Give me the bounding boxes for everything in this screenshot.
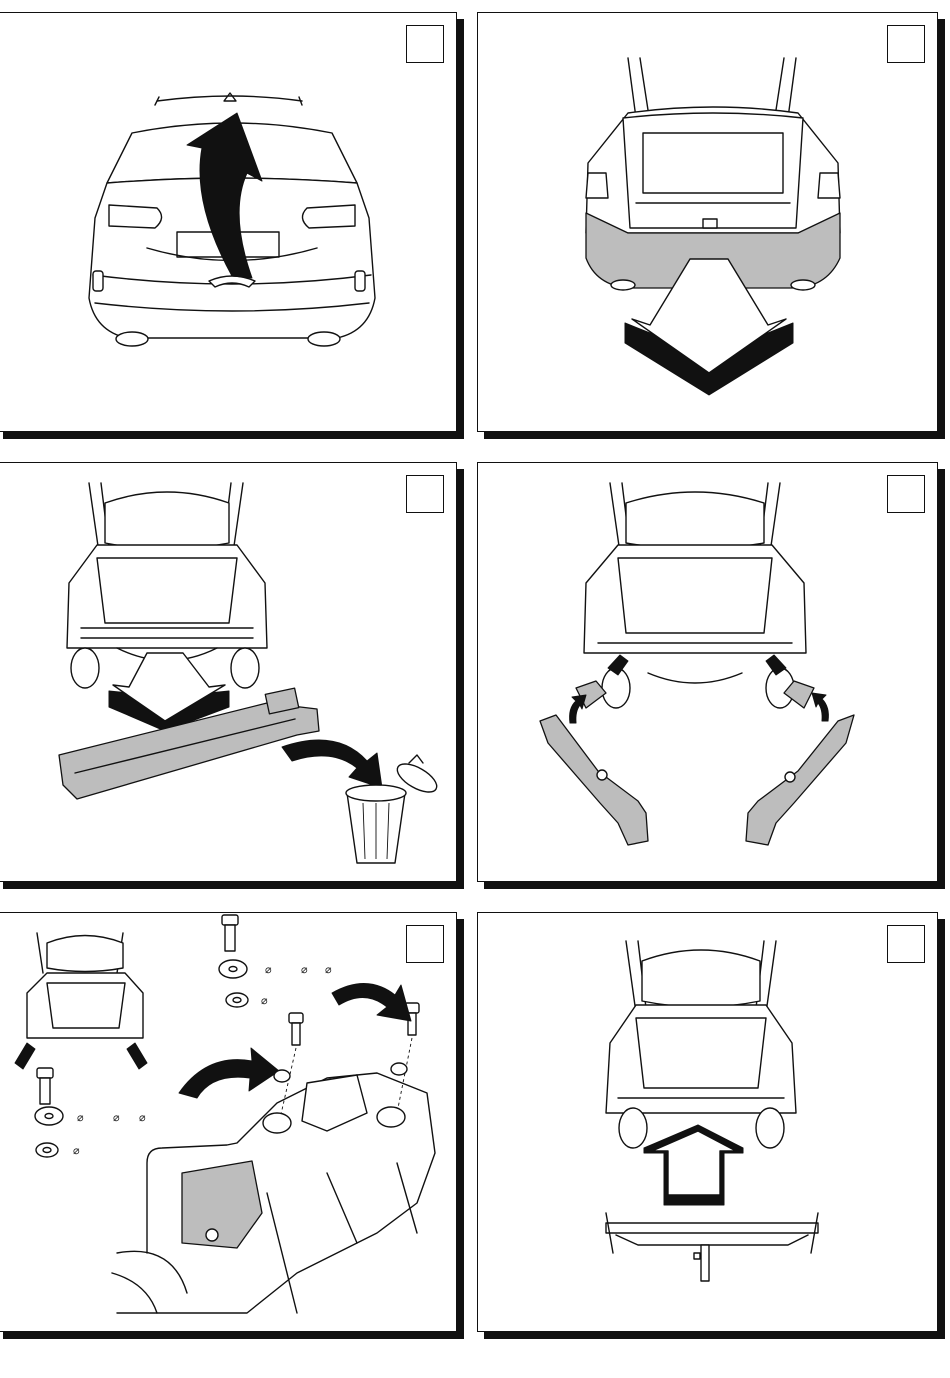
bolt-icon xyxy=(222,915,238,951)
towbar-crossbeam xyxy=(606,1223,818,1233)
lift-arrow-left xyxy=(570,695,586,723)
panel-step-4 xyxy=(477,462,938,882)
diameter-symbol: ⌀ xyxy=(73,1144,80,1157)
fit-arrow-left xyxy=(15,1043,35,1069)
diameter-symbol: ⌀ xyxy=(265,963,272,976)
bolt-fixing-detail-illustration: ⌀ ⌀ ⌀ ⌀ ⌀ ⌀ ⌀ ⌀ xyxy=(0,913,458,1333)
panel-step-2 xyxy=(477,12,938,432)
car-rear-open-tailgate-illustration xyxy=(478,13,939,433)
car-rear-towbar-install-illustration xyxy=(478,913,939,1333)
diameter-symbol: ⌀ xyxy=(113,1111,120,1124)
diameter-symbol: ⌀ xyxy=(325,963,332,976)
diameter-symbol: ⌀ xyxy=(139,1111,146,1124)
diameter-symbol: ⌀ xyxy=(301,963,308,976)
insert-bolt-arrow xyxy=(332,983,411,1021)
car-rear-closed-illustration xyxy=(0,13,458,433)
side-bracket-left xyxy=(540,715,648,845)
mounting-plate xyxy=(182,1161,262,1248)
panel-step-1 xyxy=(0,12,457,432)
car-rear-stripped-illustration xyxy=(0,463,458,883)
panel-step-6 xyxy=(477,912,938,1332)
towball-neck xyxy=(701,1245,709,1281)
diameter-symbol: ⌀ xyxy=(77,1111,84,1124)
diameter-symbol: ⌀ xyxy=(261,994,268,1007)
car-rear-bracket-illustration xyxy=(478,463,939,883)
insert-bolt-arrow xyxy=(179,1048,279,1098)
bolt-icon xyxy=(37,1068,53,1104)
discard-crossbeam-arrow xyxy=(282,740,382,788)
panel-step-3 xyxy=(0,462,457,882)
lift-arrow-right xyxy=(812,693,828,721)
panel-step-5: ⌀ ⌀ ⌀ ⌀ ⌀ ⌀ ⌀ ⌀ xyxy=(0,912,457,1332)
fit-arrow-right xyxy=(127,1043,147,1069)
side-bracket-right xyxy=(746,715,854,845)
